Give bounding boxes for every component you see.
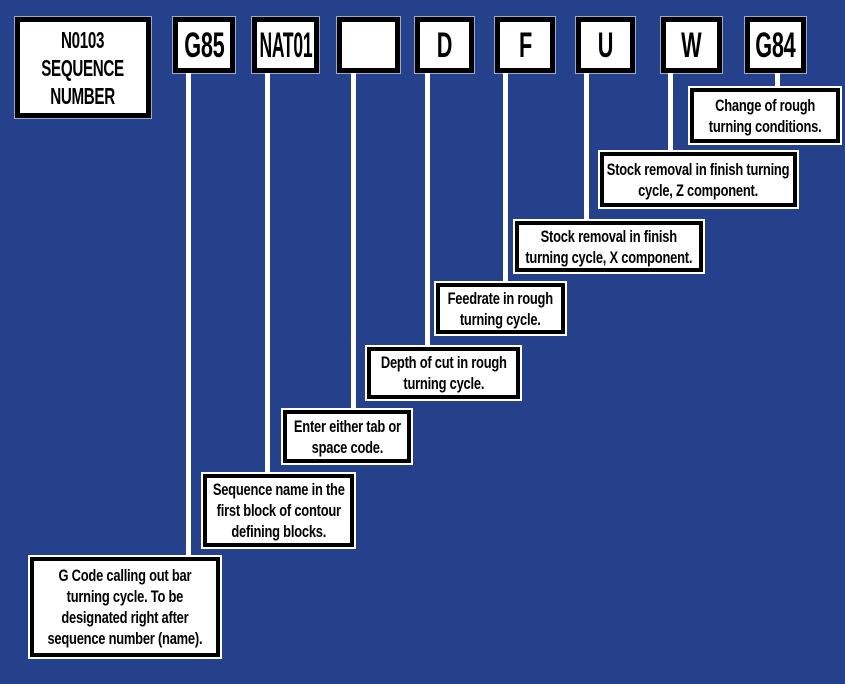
- description-box-g84: Change of rough turning conditions.: [690, 88, 840, 143]
- connector-line-d: [425, 70, 430, 349]
- description-box-blank: Enter either tab or space code.: [283, 410, 411, 463]
- description-box-nat01: Sequence name in the first block of cont…: [203, 474, 354, 547]
- code-label-f: F: [518, 25, 532, 65]
- description-label-f: Feedrate in rough turning cycle.: [447, 288, 554, 329]
- code-box-g85: G85: [173, 17, 235, 73]
- code-box-w: W: [661, 17, 722, 73]
- code-box-d: D: [415, 17, 474, 73]
- code-label-g85: G85: [183, 25, 225, 65]
- code-box-nat01: NAT01: [252, 17, 319, 73]
- code-box-blank: [337, 17, 400, 73]
- description-label-d: Depth of cut in rough turning cycle.: [380, 353, 507, 393]
- connector-line-w: [668, 70, 673, 154]
- connector-line-nat01: [265, 70, 270, 476]
- code-label-sequence-number: N0103 SEQUENCE NUMBER: [41, 26, 125, 109]
- description-box-f: Feedrate in rough turning cycle.: [436, 283, 565, 334]
- code-label-u: U: [597, 25, 614, 65]
- code-box-u: U: [576, 17, 635, 73]
- connector-line-f: [503, 70, 508, 285]
- description-label-blank: Enter either tab or space code.: [293, 416, 401, 457]
- description-box-d: Depth of cut in rough turning cycle.: [367, 347, 520, 399]
- connector-line-u: [584, 70, 589, 223]
- description-label-g84: Change of rough turning conditions.: [708, 95, 822, 136]
- code-box-g84: G84: [745, 17, 806, 73]
- code-box-sequence-number: N0103 SEQUENCE NUMBER: [15, 17, 151, 118]
- description-box-w: Stock removal in finish turning cycle, Z…: [600, 152, 797, 207]
- description-label-u: Stock removal in finish turning cycle, X…: [525, 226, 693, 267]
- description-box-g85: G Code calling out bar turning cycle. To…: [30, 557, 220, 657]
- description-box-u: Stock removal in finish turning cycle, X…: [515, 221, 703, 272]
- code-label-nat01: NAT01: [259, 25, 312, 65]
- connector-line-g85: [186, 70, 191, 559]
- code-box-f: F: [495, 17, 555, 73]
- code-label-d: D: [436, 25, 453, 65]
- description-label-w: Stock removal in finish turning cycle, Z…: [607, 159, 790, 200]
- connector-line-g84: [775, 70, 780, 90]
- description-label-g85: G Code calling out bar turning cycle. To…: [47, 566, 203, 648]
- code-label-g84: G84: [755, 25, 796, 65]
- code-label-w: W: [681, 25, 702, 65]
- connector-line-blank: [351, 70, 356, 412]
- description-label-nat01: Sequence name in the first block of cont…: [212, 480, 345, 541]
